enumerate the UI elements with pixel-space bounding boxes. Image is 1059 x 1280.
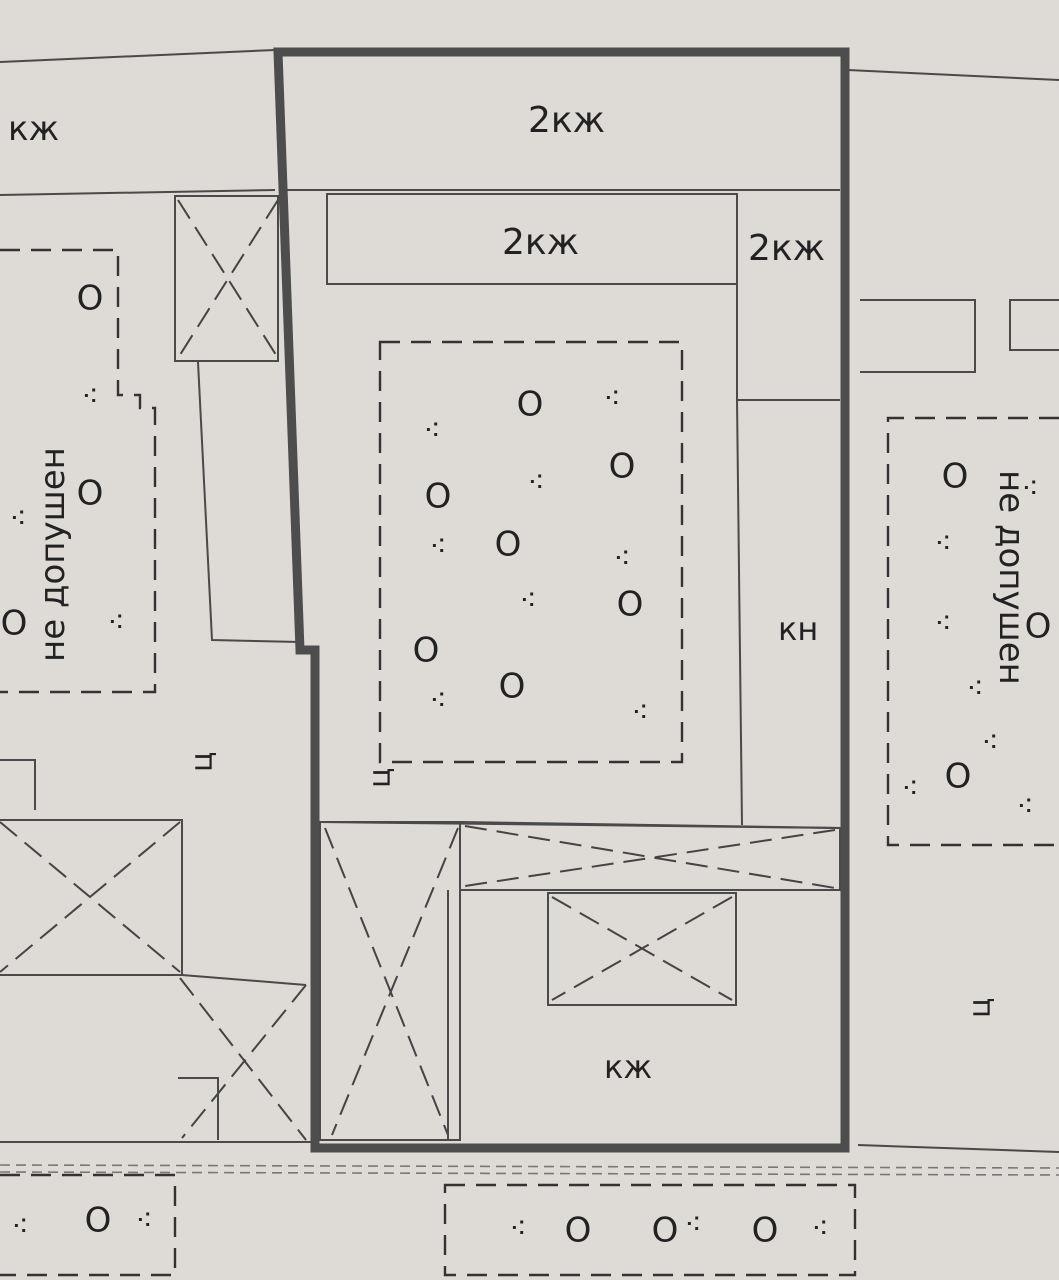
circle-symbol-icon: O xyxy=(752,1211,779,1251)
label-2kzh-top: 2кж xyxy=(528,100,605,141)
vine-symbol-icon: ⁖ xyxy=(1021,472,1039,507)
vine-symbol-icon: ⁖ xyxy=(684,1208,702,1243)
circle-symbol-icon: O xyxy=(1,604,28,644)
circle-symbol-icon: O xyxy=(942,457,969,497)
label-ts-main: ц xyxy=(363,768,398,788)
circle-symbol-icon: O xyxy=(617,585,644,625)
vine-symbol-icon: ⁖ xyxy=(423,414,441,449)
label-2kzh-right: 2кж xyxy=(748,228,825,269)
garden-left xyxy=(0,248,157,694)
label-kzh-bottom: кж xyxy=(604,1048,652,1086)
plot-outlines xyxy=(0,49,1059,1176)
vine-symbol-icon: ⁖ xyxy=(981,726,999,761)
circle-symbol-icon: O xyxy=(413,631,440,671)
labels: кж 2кж 2кж 2кж кн кж ц ц ц не допушен не… xyxy=(8,100,1031,1086)
garden-center xyxy=(378,340,684,764)
crossed-box-top-left xyxy=(174,195,279,362)
vine-symbol-icon: ⁖ xyxy=(429,684,447,719)
circle-symbol-icon: O xyxy=(565,1211,592,1251)
crossed-box-center xyxy=(547,892,737,1006)
vine-symbol-icon: ⁖ xyxy=(603,382,621,417)
circle-symbol-icon: O xyxy=(425,477,452,517)
vine-symbol-icon: ⁖ xyxy=(527,466,545,501)
vine-symbol-icon: ⁖ xyxy=(934,607,952,642)
vine-symbol-icon: ⁖ xyxy=(81,380,99,415)
garden-bottom-left xyxy=(0,1173,177,1277)
vine-symbol-icon: ⁖ xyxy=(1016,790,1034,825)
label-kzh-left: кж xyxy=(8,109,59,149)
vine-symbol-icon: ⁖ xyxy=(631,696,649,731)
label-ts-left: ц xyxy=(185,752,220,772)
circle-symbol-icon: O xyxy=(77,474,104,514)
vine-symbol-icon: ⁖ xyxy=(509,1212,527,1247)
circle-symbol-icon: O xyxy=(609,447,636,487)
label-ts-right: ц xyxy=(963,998,998,1018)
circle-symbol-icon: O xyxy=(652,1211,679,1251)
vine-symbol-icon: ⁖ xyxy=(429,530,447,565)
vine-symbol-icon: ⁖ xyxy=(901,772,919,807)
label-2kzh-inner: 2кж xyxy=(502,222,579,263)
vine-symbol-icon: ⁖ xyxy=(11,1210,29,1245)
garden-bottom-center xyxy=(443,1183,857,1277)
vine-symbol-icon: ⁖ xyxy=(107,606,125,641)
main-plot xyxy=(273,47,850,1153)
circle-symbol-icon: O xyxy=(85,1201,112,1241)
circle-symbol-icon: O xyxy=(77,279,104,319)
circle-symbol-icon: O xyxy=(499,667,526,707)
vine-symbol-icon: ⁖ xyxy=(613,542,631,577)
dashed-areas xyxy=(0,248,1059,1277)
label-kn: кн xyxy=(778,610,818,648)
vine-symbol-icon: ⁖ xyxy=(519,584,537,619)
vine-symbol-icon: ⁖ xyxy=(135,1204,153,1239)
circle-symbol-icon: O xyxy=(1025,607,1052,647)
label-ne-dopuschen-left: не допушен xyxy=(33,447,73,662)
circle-symbol-icon: O xyxy=(495,525,522,565)
vine-symbol-icon: ⁖ xyxy=(811,1212,829,1247)
vine-symbol-icon: ⁖ xyxy=(934,527,952,562)
circle-symbol-icon: O xyxy=(517,385,544,425)
label-ne-dopuschen-right: не допушен xyxy=(991,470,1031,685)
garden-right xyxy=(886,416,1059,847)
vine-symbol-icon: ⁖ xyxy=(966,672,984,707)
circle-symbol-icon: O xyxy=(945,757,972,797)
vine-symbol-icon: ⁖ xyxy=(9,502,27,537)
